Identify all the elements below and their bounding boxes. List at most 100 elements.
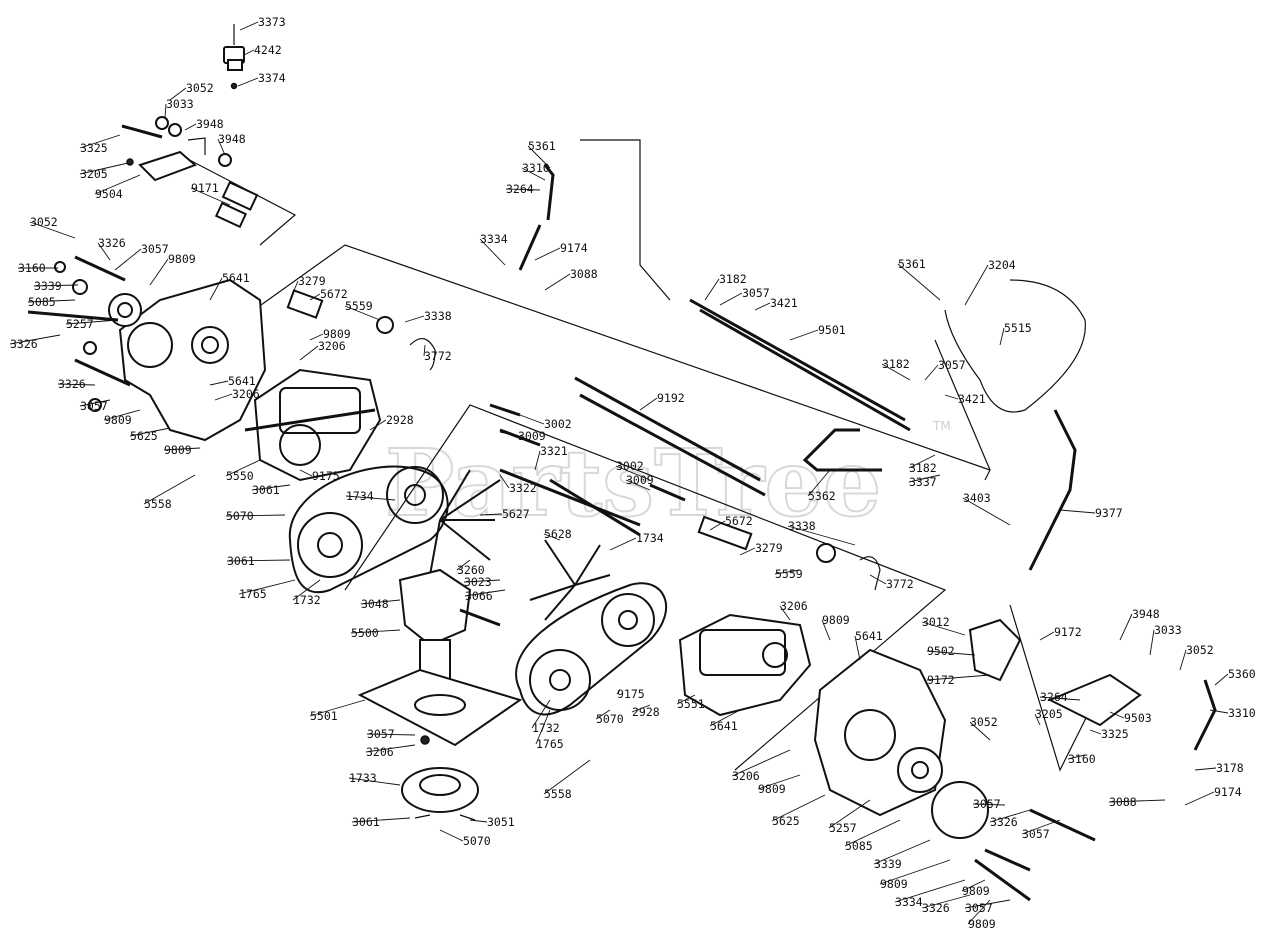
callout-leader bbox=[879, 859, 951, 885]
callout-label: 3321 bbox=[540, 444, 568, 458]
callout-label: 3009 bbox=[626, 473, 654, 487]
callout-label: 5070 bbox=[596, 712, 624, 726]
callout-label: 4242 bbox=[254, 43, 282, 57]
callout-leader bbox=[921, 894, 971, 909]
callout-label: 3057 bbox=[965, 901, 993, 915]
callout-leader bbox=[1108, 799, 1166, 803]
callout-label: 3061 bbox=[352, 815, 380, 829]
callout-leader bbox=[631, 704, 651, 713]
callout-leader bbox=[1184, 791, 1215, 806]
callout-leader bbox=[1109, 711, 1125, 719]
callout-label: 3948 bbox=[196, 117, 224, 131]
callout-leader bbox=[9, 334, 61, 345]
callout-leader bbox=[114, 248, 142, 271]
left-pulley-belt-assembly bbox=[288, 465, 501, 593]
callout-label: 3326 bbox=[990, 815, 1018, 829]
callout-label: 5641 bbox=[222, 271, 250, 285]
callout-label: 3052 bbox=[970, 715, 998, 729]
callout-leader bbox=[423, 344, 426, 357]
long-rods bbox=[489, 376, 766, 537]
callout-label: 1765 bbox=[536, 737, 564, 751]
callout-label: 5070 bbox=[463, 834, 491, 848]
callout-leader bbox=[739, 547, 756, 556]
callout-leader bbox=[238, 579, 296, 595]
callout-leader bbox=[964, 899, 1011, 909]
callout-label: 3206 bbox=[232, 387, 260, 401]
callout-label: 3066 bbox=[465, 589, 493, 603]
callout-leader bbox=[226, 559, 291, 562]
callout-label: 9809 bbox=[323, 327, 351, 341]
callout-label: 5257 bbox=[66, 317, 94, 331]
callout-leader bbox=[243, 49, 255, 56]
callout-leader bbox=[534, 247, 561, 261]
callout-label: 9175 bbox=[617, 687, 645, 701]
lower-pulley-1733 bbox=[401, 735, 479, 821]
callout-leader bbox=[527, 145, 551, 169]
callout-label: 5360 bbox=[1228, 667, 1256, 681]
callout-label: 1733 bbox=[349, 771, 377, 785]
callout-label: 5672 bbox=[320, 287, 348, 301]
callout-label: 3206 bbox=[366, 745, 394, 759]
callout-label: 3948 bbox=[218, 132, 246, 146]
callout-leader bbox=[964, 264, 989, 306]
callout-leader bbox=[505, 188, 541, 191]
callout-leader bbox=[1149, 629, 1155, 656]
callout-leader bbox=[439, 829, 464, 842]
callout-label: 3057 bbox=[80, 399, 108, 413]
callout-label: 1732 bbox=[532, 721, 560, 735]
right-pulley-belt-assembly bbox=[515, 539, 668, 716]
callout-leader bbox=[350, 629, 401, 634]
callout-leader bbox=[731, 749, 791, 777]
callout-label: 9809 bbox=[880, 877, 908, 891]
callout-leader bbox=[351, 817, 411, 823]
callout-label: 1765 bbox=[239, 587, 267, 601]
callout-leader bbox=[924, 364, 939, 381]
callout-leader bbox=[1059, 509, 1096, 514]
callout-label: 5551 bbox=[677, 697, 705, 711]
callout-leader bbox=[828, 799, 871, 829]
callout-leader bbox=[1021, 819, 1061, 835]
callout-leader bbox=[821, 619, 831, 641]
callout-leader bbox=[534, 450, 541, 471]
callout-label: 3326 bbox=[922, 901, 950, 915]
callout-leader bbox=[531, 699, 551, 729]
callout-label: 3061 bbox=[252, 483, 280, 497]
callout-label: 3326 bbox=[10, 337, 38, 351]
callout-label: 3160 bbox=[18, 261, 46, 275]
callout-leader bbox=[854, 635, 861, 661]
callout-label: 3012 bbox=[922, 615, 950, 629]
callout-leader bbox=[535, 709, 551, 745]
callout-leader bbox=[908, 454, 936, 469]
callout-leader bbox=[1214, 673, 1229, 686]
callout-label: 3160 bbox=[1068, 752, 1096, 766]
callout-leader bbox=[639, 397, 658, 411]
callout-leader bbox=[29, 221, 76, 239]
callout-leader bbox=[1039, 631, 1055, 641]
callout-label: 3002 bbox=[544, 417, 572, 431]
callout-leader bbox=[365, 744, 416, 753]
callout-label: 3325 bbox=[1101, 727, 1129, 741]
callout-leader bbox=[27, 299, 76, 303]
callout-label: 5672 bbox=[725, 514, 753, 528]
callout-label: 9192 bbox=[657, 391, 685, 405]
callout-leader bbox=[149, 258, 169, 286]
callout-leader bbox=[289, 280, 299, 301]
callout-leader bbox=[616, 689, 621, 695]
callout-leader bbox=[299, 345, 319, 361]
callout-label: 3057 bbox=[973, 797, 1001, 811]
callout-leader bbox=[237, 77, 259, 87]
callout-label: 3264 bbox=[1040, 690, 1068, 704]
callout-leader bbox=[1179, 649, 1187, 671]
callout-leader bbox=[1209, 709, 1229, 714]
callout-leader bbox=[190, 187, 231, 206]
callout-leader bbox=[873, 839, 931, 865]
callout-label: 9175 bbox=[312, 469, 340, 483]
callout-leader bbox=[209, 277, 223, 301]
callout-label: 9172 bbox=[1054, 625, 1082, 639]
callout-leader bbox=[921, 621, 966, 636]
callout-label: 2928 bbox=[386, 413, 414, 427]
upper-left-hardware bbox=[121, 116, 259, 229]
left-hydrostatic-unit bbox=[244, 289, 436, 482]
callout-leader bbox=[789, 329, 819, 341]
